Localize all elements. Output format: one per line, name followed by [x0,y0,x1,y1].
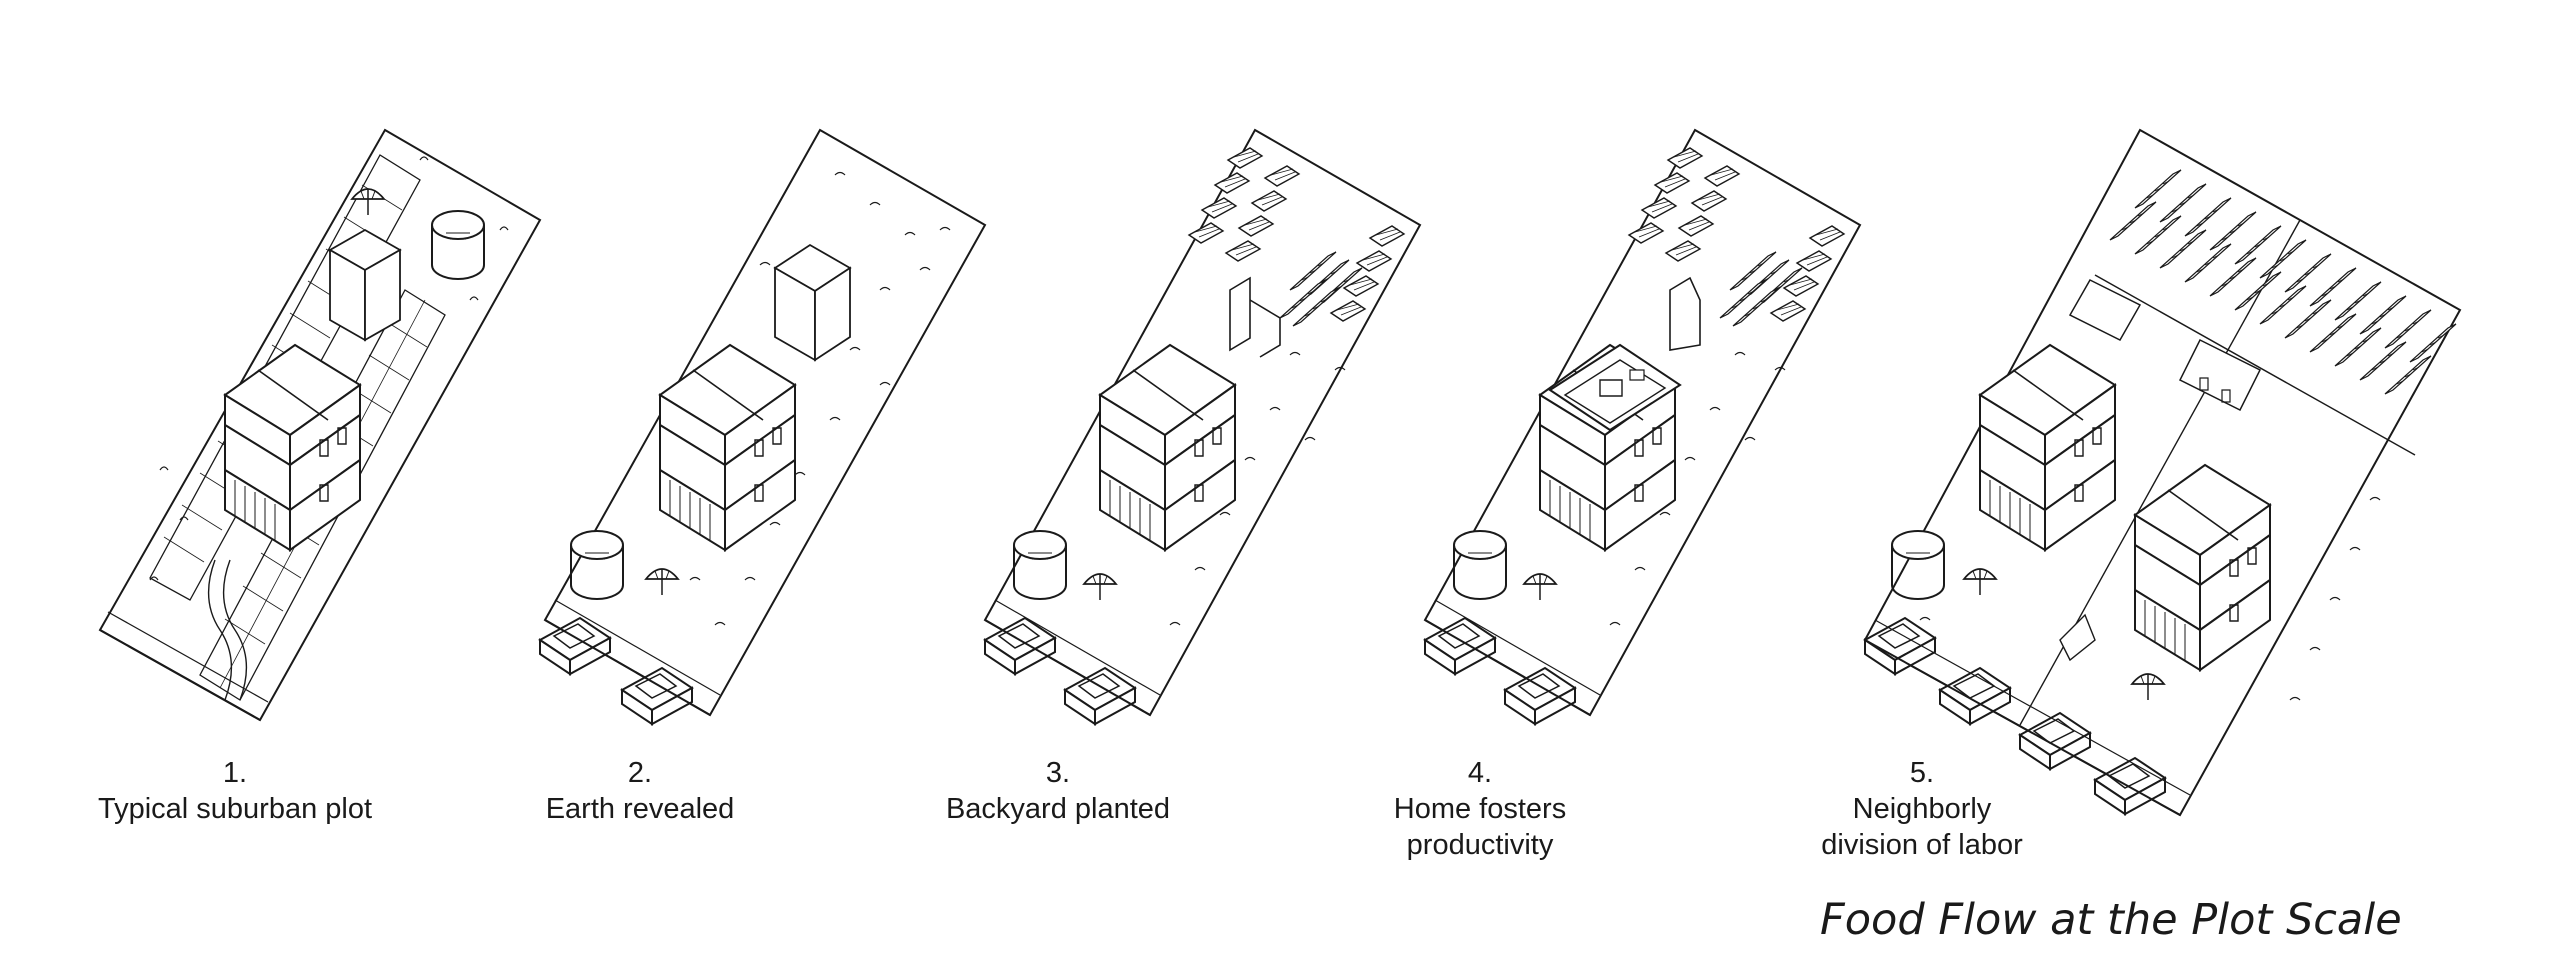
plot-1-illustration [100,130,540,720]
caption-stage-5: 5. Neighborly division of labor [1722,755,2122,863]
caption-stage-3: 3. Backyard planted [858,755,1258,827]
caption-stage-2: 2. Earth revealed [440,755,840,827]
stage-4-label-line-1: Home fosters [1393,793,1567,825]
caption-stage-4: 4. Home fosters productivity [1280,755,1680,863]
stage-4-number: 4. [1467,757,1493,789]
stage-3-label: Backyard planted [945,793,1171,825]
stage-2-number: 2. [627,757,653,789]
plot-3-illustration [985,130,1420,725]
diagram-title: Food Flow at the Plot Scale [1820,895,2402,945]
stage-1-label: Typical suburban plot [97,793,373,825]
plot-4-illustration [1425,130,1860,725]
stage-5-label-line-1: Neighborly [1852,793,1992,825]
stage-2-label: Earth revealed [545,793,735,825]
stage-5-number: 5. [1909,757,1935,789]
caption-stage-1: 1. Typical suburban plot [35,755,435,827]
stage-4-label-line-2: productivity [1406,829,1554,861]
plot-2-illustration [539,130,985,725]
stage-3-number: 3. [1045,757,1071,789]
plot-5-illustration [1865,130,2460,815]
stage-5-label-line-2: division of labor [1821,829,2023,861]
stage-1-number: 1. [222,757,248,789]
